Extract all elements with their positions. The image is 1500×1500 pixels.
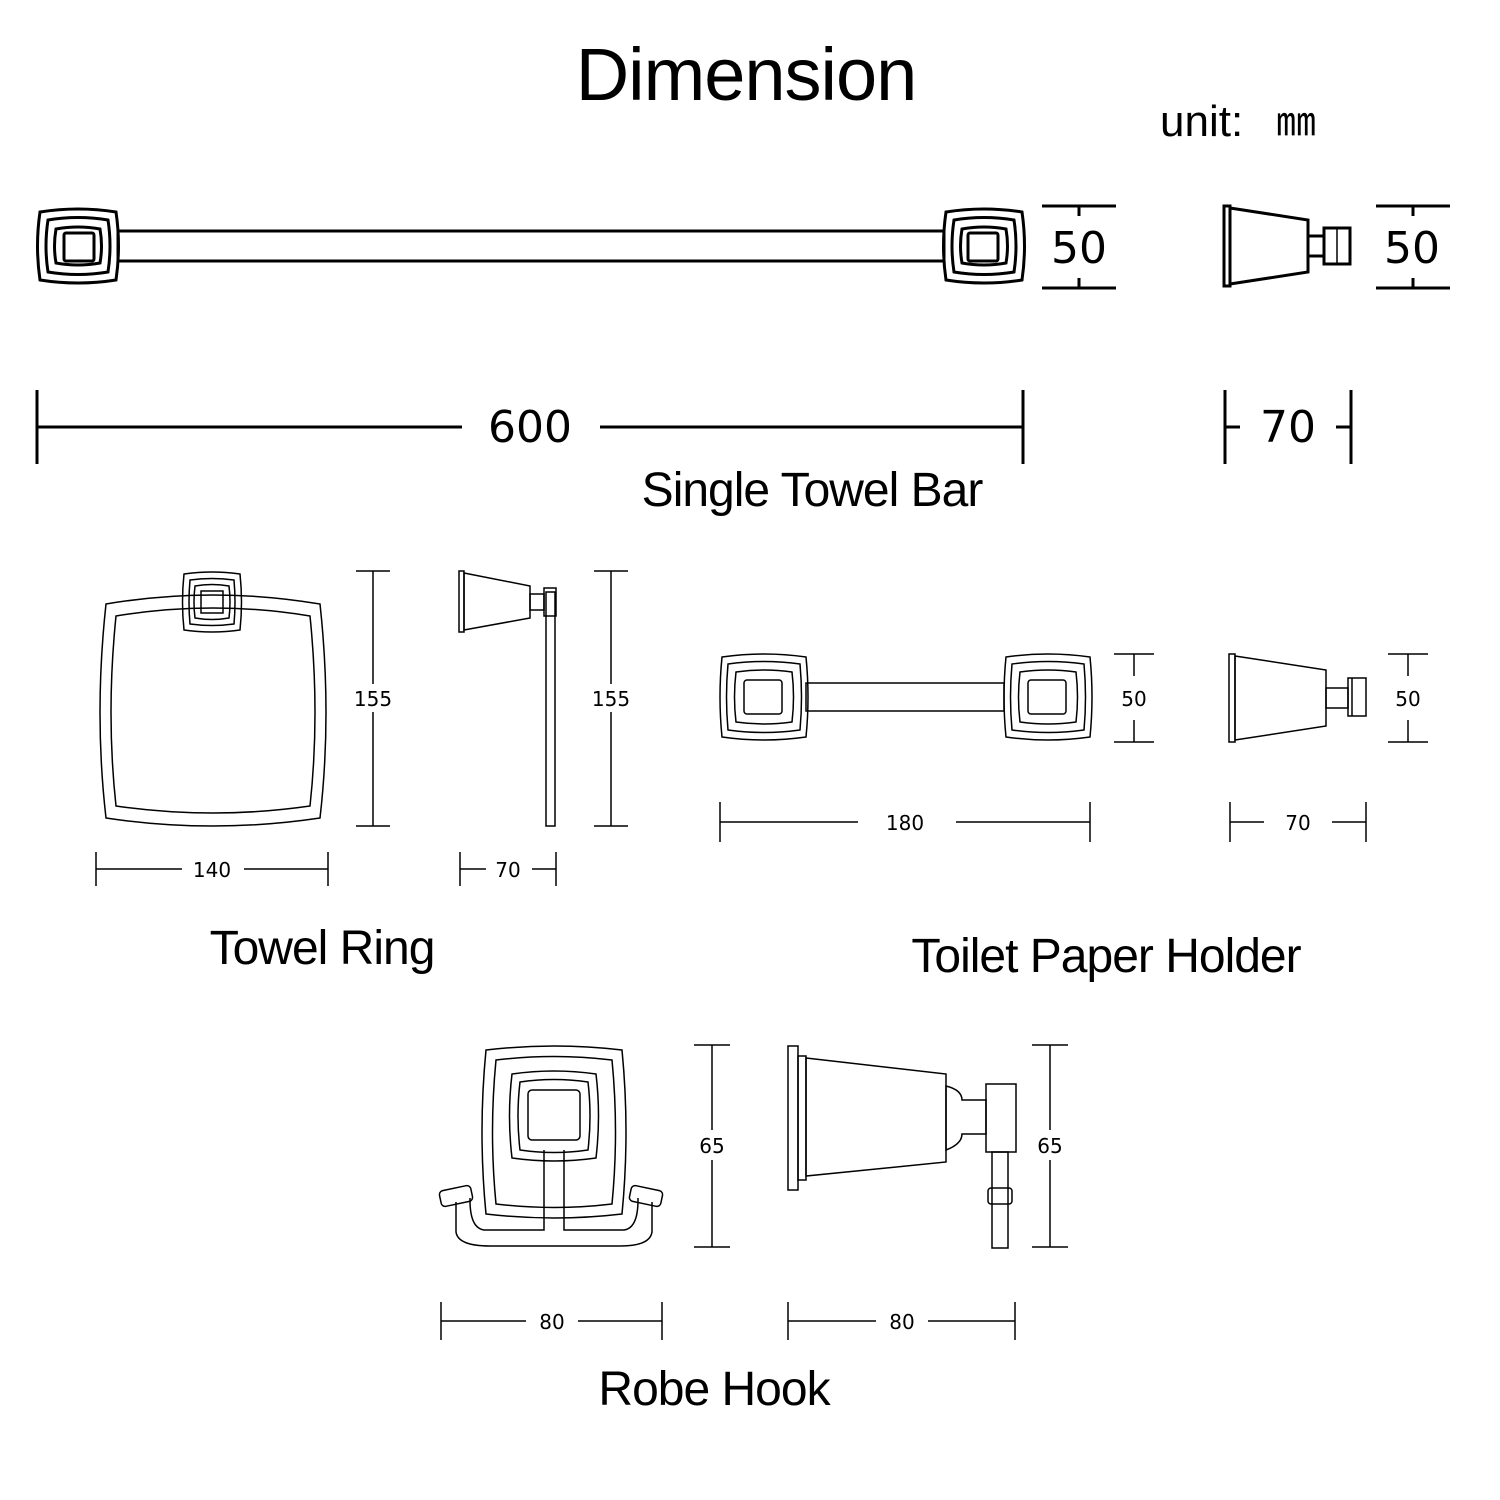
towel-ring-caption: Towel Ring: [210, 922, 435, 975]
towel-ring-width-label: 140: [193, 858, 231, 882]
towel-bar-length-dimension: 600: [35, 390, 1025, 464]
towel-bar-length-label: 600: [488, 402, 572, 453]
towel-ring-side-height-dimension: 155: [592, 570, 630, 827]
toilet-paper-holder-length-label: 180: [886, 811, 924, 835]
towel-ring-depth-dimension: 70: [459, 852, 557, 886]
robe-hook-height-side-label: 65: [1037, 1134, 1062, 1158]
towel-ring-height-front-label: 155: [354, 687, 392, 711]
towel-bar-side-drawing: [1222, 204, 1352, 288]
towel-ring-depth-label: 70: [495, 858, 520, 882]
unit-value: ㎜: [1276, 99, 1316, 144]
towel-bar-front-drawing: [36, 207, 1026, 285]
robe-hook-caption: Robe Hook: [598, 1363, 831, 1416]
towel-bar-side-height-dimension: 50: [1376, 204, 1450, 290]
towel-bar-caption: Single Towel Bar: [642, 464, 984, 517]
robe-hook-front-drawing: [438, 1045, 664, 1247]
towel-ring-height-dimension: 155: [354, 570, 392, 827]
toilet-paper-holder-side-drawing: [1228, 653, 1367, 743]
towel-bar-depth-dimension: 70: [1223, 390, 1353, 464]
robe-hook-width-dimension: 80: [440, 1302, 663, 1340]
towel-bar-depth-label: 70: [1260, 402, 1316, 453]
toilet-paper-holder-front-drawing: [719, 653, 1093, 741]
towel-bar-height-side-label: 50: [1384, 223, 1440, 274]
toilet-paper-holder-height-side-label: 50: [1395, 687, 1420, 711]
robe-hook-height-dimension: 65: [694, 1044, 730, 1248]
towel-ring-width-dimension: 140: [95, 852, 329, 886]
toilet-paper-holder-caption: Toilet Paper Holder: [911, 930, 1301, 983]
page-title: Dimension: [576, 33, 917, 116]
robe-hook-width-label: 80: [539, 1310, 564, 1334]
towel-ring-side-drawing: [458, 570, 557, 827]
robe-hook-depth-label: 80: [889, 1310, 914, 1334]
toilet-paper-holder-height-front-label: 50: [1121, 687, 1146, 711]
robe-hook-side-drawing: [787, 1045, 1017, 1249]
robe-hook-height-front-label: 65: [699, 1134, 724, 1158]
toilet-paper-holder-depth-dimension: 70: [1229, 802, 1367, 842]
towel-ring-front-drawing: [99, 571, 327, 827]
toilet-paper-holder-depth-label: 70: [1285, 811, 1310, 835]
towel-ring-height-side-label: 155: [592, 687, 630, 711]
robe-hook-depth-dimension: 80: [787, 1302, 1016, 1340]
toilet-paper-holder-length-dimension: 180: [719, 802, 1091, 842]
toilet-paper-holder-height-dimension: 50: [1114, 653, 1154, 743]
towel-bar-height-front-label: 50: [1051, 223, 1107, 274]
unit-label: unit:: [1160, 97, 1243, 146]
toilet-paper-holder-side-height-dimension: 50: [1388, 653, 1428, 743]
robe-hook-side-height-dimension: 65: [1032, 1044, 1068, 1248]
towel-bar-height-dimension: 50: [1042, 204, 1116, 290]
